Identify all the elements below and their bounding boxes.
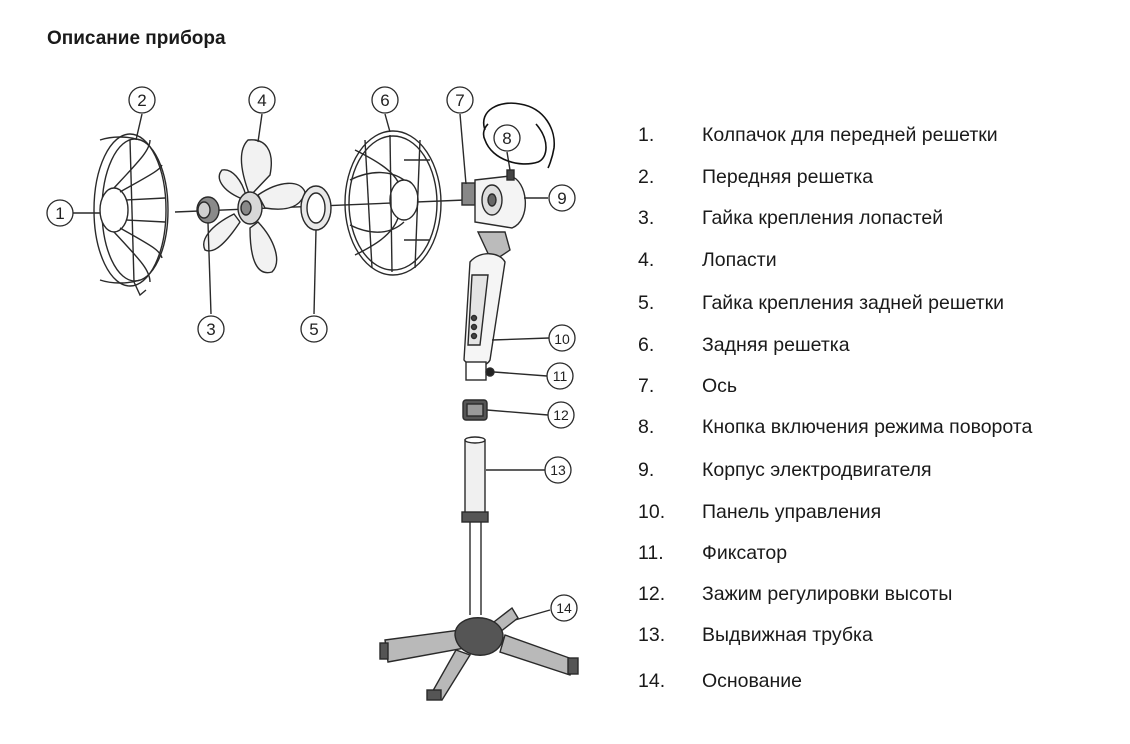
svg-text:7: 7 — [455, 91, 464, 110]
callout-5: 5 — [300, 315, 328, 343]
callout-6: 6 — [371, 86, 399, 114]
callout-13: 13 — [544, 456, 572, 484]
lock-screw — [485, 367, 495, 377]
control-panel-body — [463, 231, 511, 381]
svg-text:8: 8 — [502, 129, 511, 148]
legend-label: Панель управления — [702, 501, 882, 523]
legend-label: Основание — [702, 670, 803, 692]
motor-housing — [461, 175, 527, 229]
svg-text:12: 12 — [553, 407, 569, 423]
legend-number: 13. — [638, 624, 666, 646]
legend-number: 11. — [638, 542, 664, 564]
legend-number: 2. — [638, 166, 655, 188]
legend-label: Гайка крепления задней решетки — [702, 292, 1005, 314]
svg-text:3: 3 — [206, 320, 215, 339]
blade-nut — [196, 196, 220, 224]
legend-label: Передняя решетка — [702, 166, 874, 188]
callout-2: 2 — [128, 86, 156, 114]
legend-number: 6. — [638, 334, 655, 356]
handdrawn-circle-annotation — [482, 102, 555, 169]
legend-label: Гайка крепления лопастей — [702, 207, 944, 229]
rear-grille-nut — [300, 185, 332, 231]
oscillation-knob — [506, 169, 515, 181]
extension-tube — [461, 436, 489, 615]
fan-base — [379, 606, 579, 701]
callout-8: 8 — [493, 124, 521, 152]
callout-10: 10 — [548, 324, 576, 352]
rear-grille — [344, 130, 442, 276]
legend-label: Зажим регулировки высоты — [702, 583, 953, 605]
legend-label: Ось — [702, 375, 738, 397]
callouts: 1 2 3 4 5 6 7 8 9 10 11 12 13 14 — [46, 86, 578, 622]
legend-number: 7. — [638, 375, 655, 397]
legend-label: Фиксатор — [702, 542, 788, 564]
callout-11: 11 — [546, 362, 574, 390]
callout-3: 3 — [197, 315, 225, 343]
callout-4: 4 — [248, 86, 276, 114]
legend-label: Лопасти — [702, 249, 777, 271]
legend-number: 9. — [638, 459, 655, 481]
svg-text:9: 9 — [557, 189, 566, 208]
svg-text:5: 5 — [309, 320, 318, 339]
legend-number: 14. — [638, 670, 666, 692]
fan-blades — [203, 139, 306, 274]
legend-label: Корпус электродвигателя — [702, 459, 932, 481]
legend-number: 1. — [638, 124, 655, 146]
legend-label: Задняя решетка — [702, 334, 850, 356]
callout-9: 9 — [548, 184, 576, 212]
legend-number: 12. — [638, 583, 666, 605]
legend-label: Выдвижная трубка — [702, 624, 873, 646]
svg-text:11: 11 — [553, 368, 568, 384]
svg-text:2: 2 — [137, 91, 146, 110]
svg-text:4: 4 — [257, 91, 266, 110]
legend-number: 3. — [638, 207, 655, 229]
svg-text:14: 14 — [556, 600, 572, 616]
callout-12: 12 — [547, 401, 575, 429]
legend-label: Колпачок для передней решетки — [702, 124, 998, 146]
page-title: Описание прибора — [47, 28, 226, 49]
legend-number: 10. — [638, 501, 666, 523]
legend-number: 8. — [638, 416, 655, 438]
legend-number: 5. — [638, 292, 655, 314]
fan-exploded-diagram: 1 2 3 4 5 6 7 8 9 10 11 12 13 14 — [46, 86, 579, 701]
callout-1: 1 — [46, 199, 74, 227]
svg-text:1: 1 — [55, 204, 64, 223]
callout-7: 7 — [446, 86, 474, 114]
legend-number: 4. — [638, 249, 655, 271]
legend-label: Кнопка включения режима поворота — [702, 416, 1033, 438]
front-grille — [93, 133, 169, 297]
svg-text:6: 6 — [380, 91, 389, 110]
height-clamp — [462, 399, 488, 421]
callout-14: 14 — [550, 594, 578, 622]
svg-text:10: 10 — [554, 331, 570, 347]
svg-text:13: 13 — [550, 462, 566, 478]
